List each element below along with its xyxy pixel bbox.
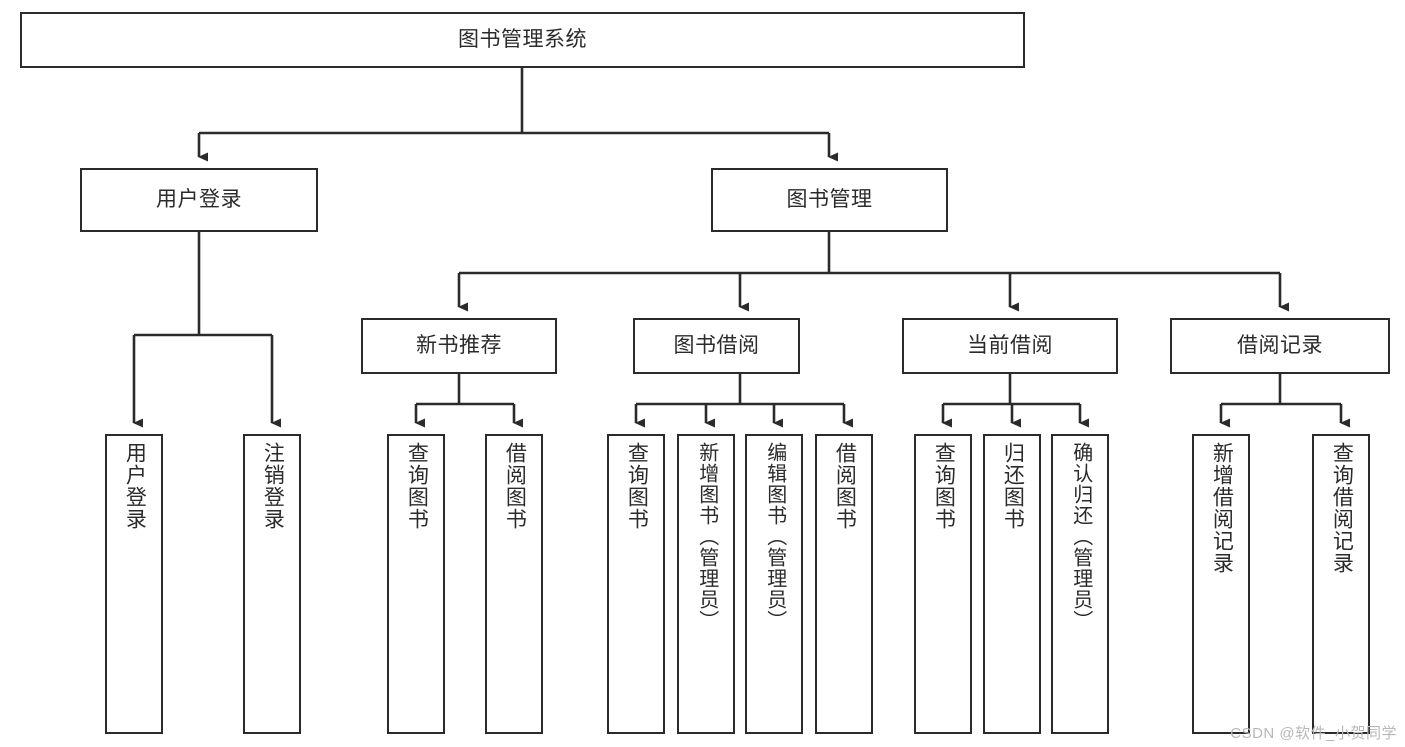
node-leaf-query-record[interactable]: 查询借阅记录	[1312, 434, 1370, 734]
node-leaf-edit-book[interactable]: 编辑图书（管理员）	[745, 434, 803, 734]
node-leaf-add-record[interactable]: 新增借阅记录	[1192, 434, 1250, 734]
node-current-borrow[interactable]: 当前借阅	[902, 318, 1118, 374]
node-leaf-query-book-2[interactable]: 查询图书	[607, 434, 665, 734]
node-root[interactable]: 图书管理系统	[20, 12, 1025, 68]
node-book-manage[interactable]: 图书管理	[711, 168, 948, 232]
node-new-book-rec[interactable]: 新书推荐	[361, 318, 557, 374]
node-leaf-add-book[interactable]: 新增图书（管理员）	[677, 434, 735, 734]
node-leaf-confirm-return[interactable]: 确认归还（管理员）	[1051, 434, 1109, 734]
node-label: 新书推荐	[416, 334, 502, 358]
node-user-login[interactable]: 用户登录	[80, 168, 318, 232]
node-label: 用户登录	[123, 442, 147, 530]
node-leaf-user-login[interactable]: 用户登录	[105, 434, 163, 734]
node-label: 借阅图书	[833, 442, 857, 530]
node-leaf-query-book-3[interactable]: 查询图书	[914, 434, 972, 734]
node-label: 用户登录	[156, 188, 242, 212]
node-label: 编辑图书（管理员）	[763, 442, 786, 631]
node-label: 归还图书	[1001, 442, 1025, 530]
node-label: 查询图书	[932, 442, 956, 530]
node-leaf-borrow-book-1[interactable]: 借阅图书	[485, 434, 543, 734]
node-borrow-record[interactable]: 借阅记录	[1170, 318, 1390, 374]
node-leaf-user-logout[interactable]: 注销登录	[243, 434, 301, 734]
node-label: 新增借阅记录	[1210, 442, 1234, 574]
node-label: 查询图书	[405, 442, 429, 530]
node-leaf-return-book[interactable]: 归还图书	[983, 434, 1041, 734]
node-label: 新增图书（管理员）	[695, 442, 718, 631]
node-label: 查询图书	[625, 442, 649, 530]
node-label: 图书借阅	[673, 334, 760, 358]
node-label: 图书管理	[786, 188, 873, 212]
node-leaf-query-book-1[interactable]: 查询图书	[387, 434, 445, 734]
node-label: 查询借阅记录	[1330, 442, 1354, 574]
node-label: 注销登录	[261, 442, 285, 530]
node-label: 图书管理系统	[458, 28, 587, 52]
node-book-borrow[interactable]: 图书借阅	[633, 318, 800, 374]
node-label: 当前借阅	[967, 334, 1053, 358]
node-label: 确认归还（管理员）	[1069, 442, 1092, 631]
node-label: 借阅记录	[1237, 334, 1323, 358]
watermark-label: CSDN @软件_小贺同学	[1230, 725, 1397, 742]
node-leaf-borrow-book-2[interactable]: 借阅图书	[815, 434, 873, 734]
node-label: 借阅图书	[503, 442, 527, 530]
